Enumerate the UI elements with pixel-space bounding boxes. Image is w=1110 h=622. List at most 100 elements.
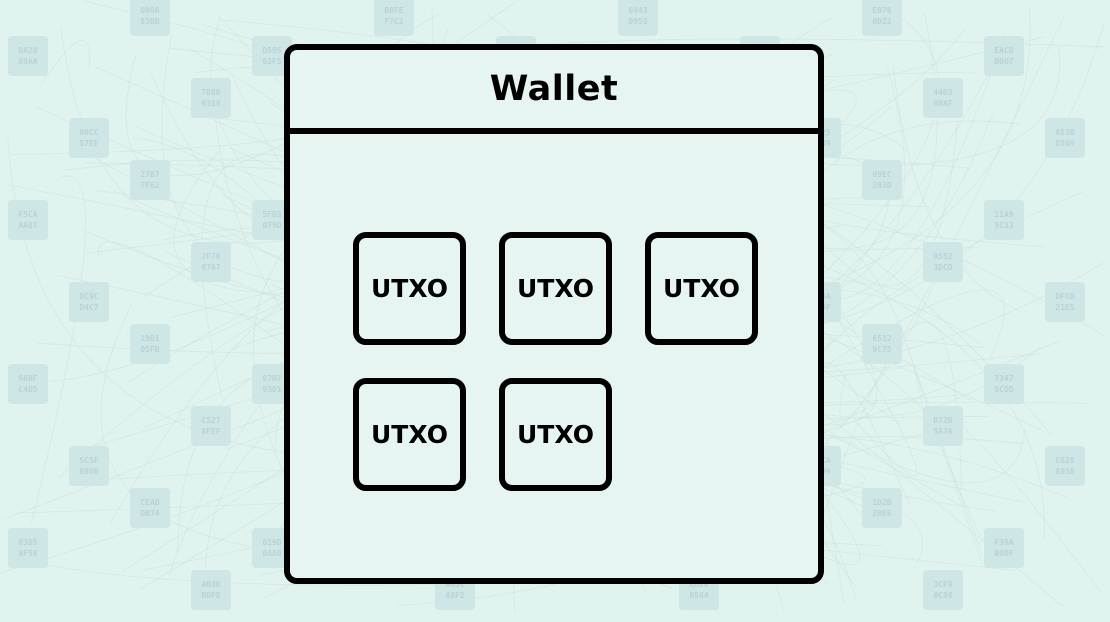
utxo-box: UTXO	[353, 378, 466, 491]
svg-text:D953: D953	[628, 17, 647, 26]
svg-text:89EC: 89EC	[872, 170, 891, 179]
svg-text:80AF: 80AF	[933, 99, 952, 108]
wallet-header: Wallet	[290, 50, 818, 134]
utxo-label: UTXO	[371, 420, 448, 449]
background-tile: 89EC 203D	[862, 160, 902, 200]
background-tile: 6512 9C75	[862, 324, 902, 364]
utxo-box: UTXO	[645, 232, 758, 345]
background-tile: 7347 5CDD	[984, 364, 1024, 404]
svg-text:203D: 203D	[872, 181, 891, 190]
svg-text:5CDD: 5CDD	[994, 385, 1013, 394]
svg-text:5FB3: 5FB3	[262, 210, 281, 219]
svg-text:2BE6: 2BE6	[872, 509, 891, 518]
svg-text:11A9: 11A9	[994, 210, 1013, 219]
svg-text:7347: 7347	[994, 374, 1013, 383]
svg-text:079D: 079D	[262, 221, 281, 230]
svg-text:CEAD: CEAD	[140, 498, 159, 507]
utxo-label: UTXO	[517, 420, 594, 449]
svg-text:A43C: A43C	[445, 580, 464, 589]
svg-text:A958: A958	[1055, 467, 1074, 476]
background-tile: 019D 0AA0	[252, 528, 292, 568]
svg-text:93D1: 93D1	[262, 385, 281, 394]
svg-text:7D8B: 7D8B	[201, 88, 220, 97]
background-tile: C527 8FEF	[191, 406, 231, 446]
svg-text:62F5: 62F5	[262, 57, 281, 66]
background-tile: CEAD DB74	[130, 488, 170, 528]
background-tile: 27B7 7F62	[130, 160, 170, 200]
utxo-box: UTXO	[353, 232, 466, 345]
svg-text:9552: 9552	[933, 252, 952, 261]
svg-text:5C5F: 5C5F	[79, 456, 98, 465]
svg-text:8FEF: 8FEF	[201, 427, 220, 436]
background-tile: F39A 09DF	[984, 528, 1024, 568]
svg-text:8F58: 8F58	[18, 549, 37, 558]
svg-text:89AA: 89AA	[18, 57, 37, 66]
svg-text:80F2: 80F2	[445, 591, 464, 600]
background-tile: 2F70 87A7	[191, 242, 231, 282]
wallet-box: Wallet UTXO UTXO UTXO UTXO UTXO	[284, 44, 824, 584]
svg-text:E078: E078	[872, 6, 891, 15]
svg-text:00CC: 00CC	[79, 128, 98, 137]
svg-text:C4B5: C4B5	[18, 385, 37, 394]
background-tile: F5CA AA87	[8, 200, 48, 240]
svg-text:C628: C628	[1055, 456, 1074, 465]
svg-text:C527: C527	[201, 416, 220, 425]
svg-text:019D: 019D	[262, 538, 281, 547]
svg-text:BC9C: BC9C	[79, 292, 98, 301]
svg-text:AB3B: AB3B	[201, 580, 220, 589]
background-tile: 44B3 80AF	[923, 78, 963, 118]
svg-text:57EE: 57EE	[79, 139, 98, 148]
svg-text:BB67: BB67	[994, 57, 1013, 66]
svg-text:5A76: 5A76	[933, 427, 952, 436]
svg-text:44B3: 44B3	[933, 88, 952, 97]
svg-text:ED28: ED28	[689, 580, 708, 589]
svg-text:7F62: 7F62	[140, 181, 159, 190]
svg-text:F39A: F39A	[994, 538, 1013, 547]
svg-text:3CF9: 3CF9	[933, 580, 952, 589]
svg-text:9C33: 9C33	[994, 221, 1013, 230]
svg-text:0AA0: 0AA0	[262, 549, 281, 558]
svg-text:DB74: DB74	[140, 509, 159, 518]
svg-text:DFCD: DFCD	[1055, 292, 1074, 301]
background-tile: 00CC 57EE	[69, 118, 109, 158]
svg-text:6512: 6512	[872, 334, 891, 343]
svg-text:DA28: DA28	[18, 46, 37, 55]
svg-text:AA87: AA87	[18, 221, 37, 230]
utxo-box: UTXO	[499, 378, 612, 491]
svg-text:1D2B: 1D2B	[872, 498, 891, 507]
svg-text:9C75: 9C75	[872, 345, 891, 354]
background-tile: B0FE F7C2	[374, 0, 414, 36]
svg-text:2F70: 2F70	[201, 252, 220, 261]
utxo-box: UTXO	[499, 232, 612, 345]
background-tile: 1D2B 2BE6	[862, 488, 902, 528]
svg-text:008A: 008A	[140, 6, 159, 15]
svg-text:09DF: 09DF	[994, 549, 1013, 558]
svg-text:F7C2: F7C2	[384, 17, 403, 26]
svg-text:B0FE: B0FE	[384, 6, 403, 15]
svg-text:F5CA: F5CA	[18, 210, 37, 219]
svg-text:0544: 0544	[689, 591, 708, 600]
svg-text:EACB: EACB	[994, 46, 1013, 55]
svg-text:05FB: 05FB	[140, 345, 159, 354]
svg-text:27B7: 27B7	[140, 170, 159, 179]
svg-text:896B: 896B	[79, 467, 98, 476]
utxo-label: UTXO	[517, 274, 594, 303]
svg-text:D72B: D72B	[933, 416, 952, 425]
background-tile: 66BF C4B5	[8, 364, 48, 404]
background-tile: 5C5F 896B	[69, 446, 109, 486]
svg-text:3DCD: 3DCD	[933, 263, 952, 272]
svg-text:D569: D569	[1055, 139, 1074, 148]
svg-text:A83B: A83B	[1055, 128, 1074, 137]
background-tile: DA28 89AA	[8, 36, 48, 76]
svg-text:66BF: 66BF	[18, 374, 37, 383]
svg-text:87A7: 87A7	[201, 263, 220, 272]
